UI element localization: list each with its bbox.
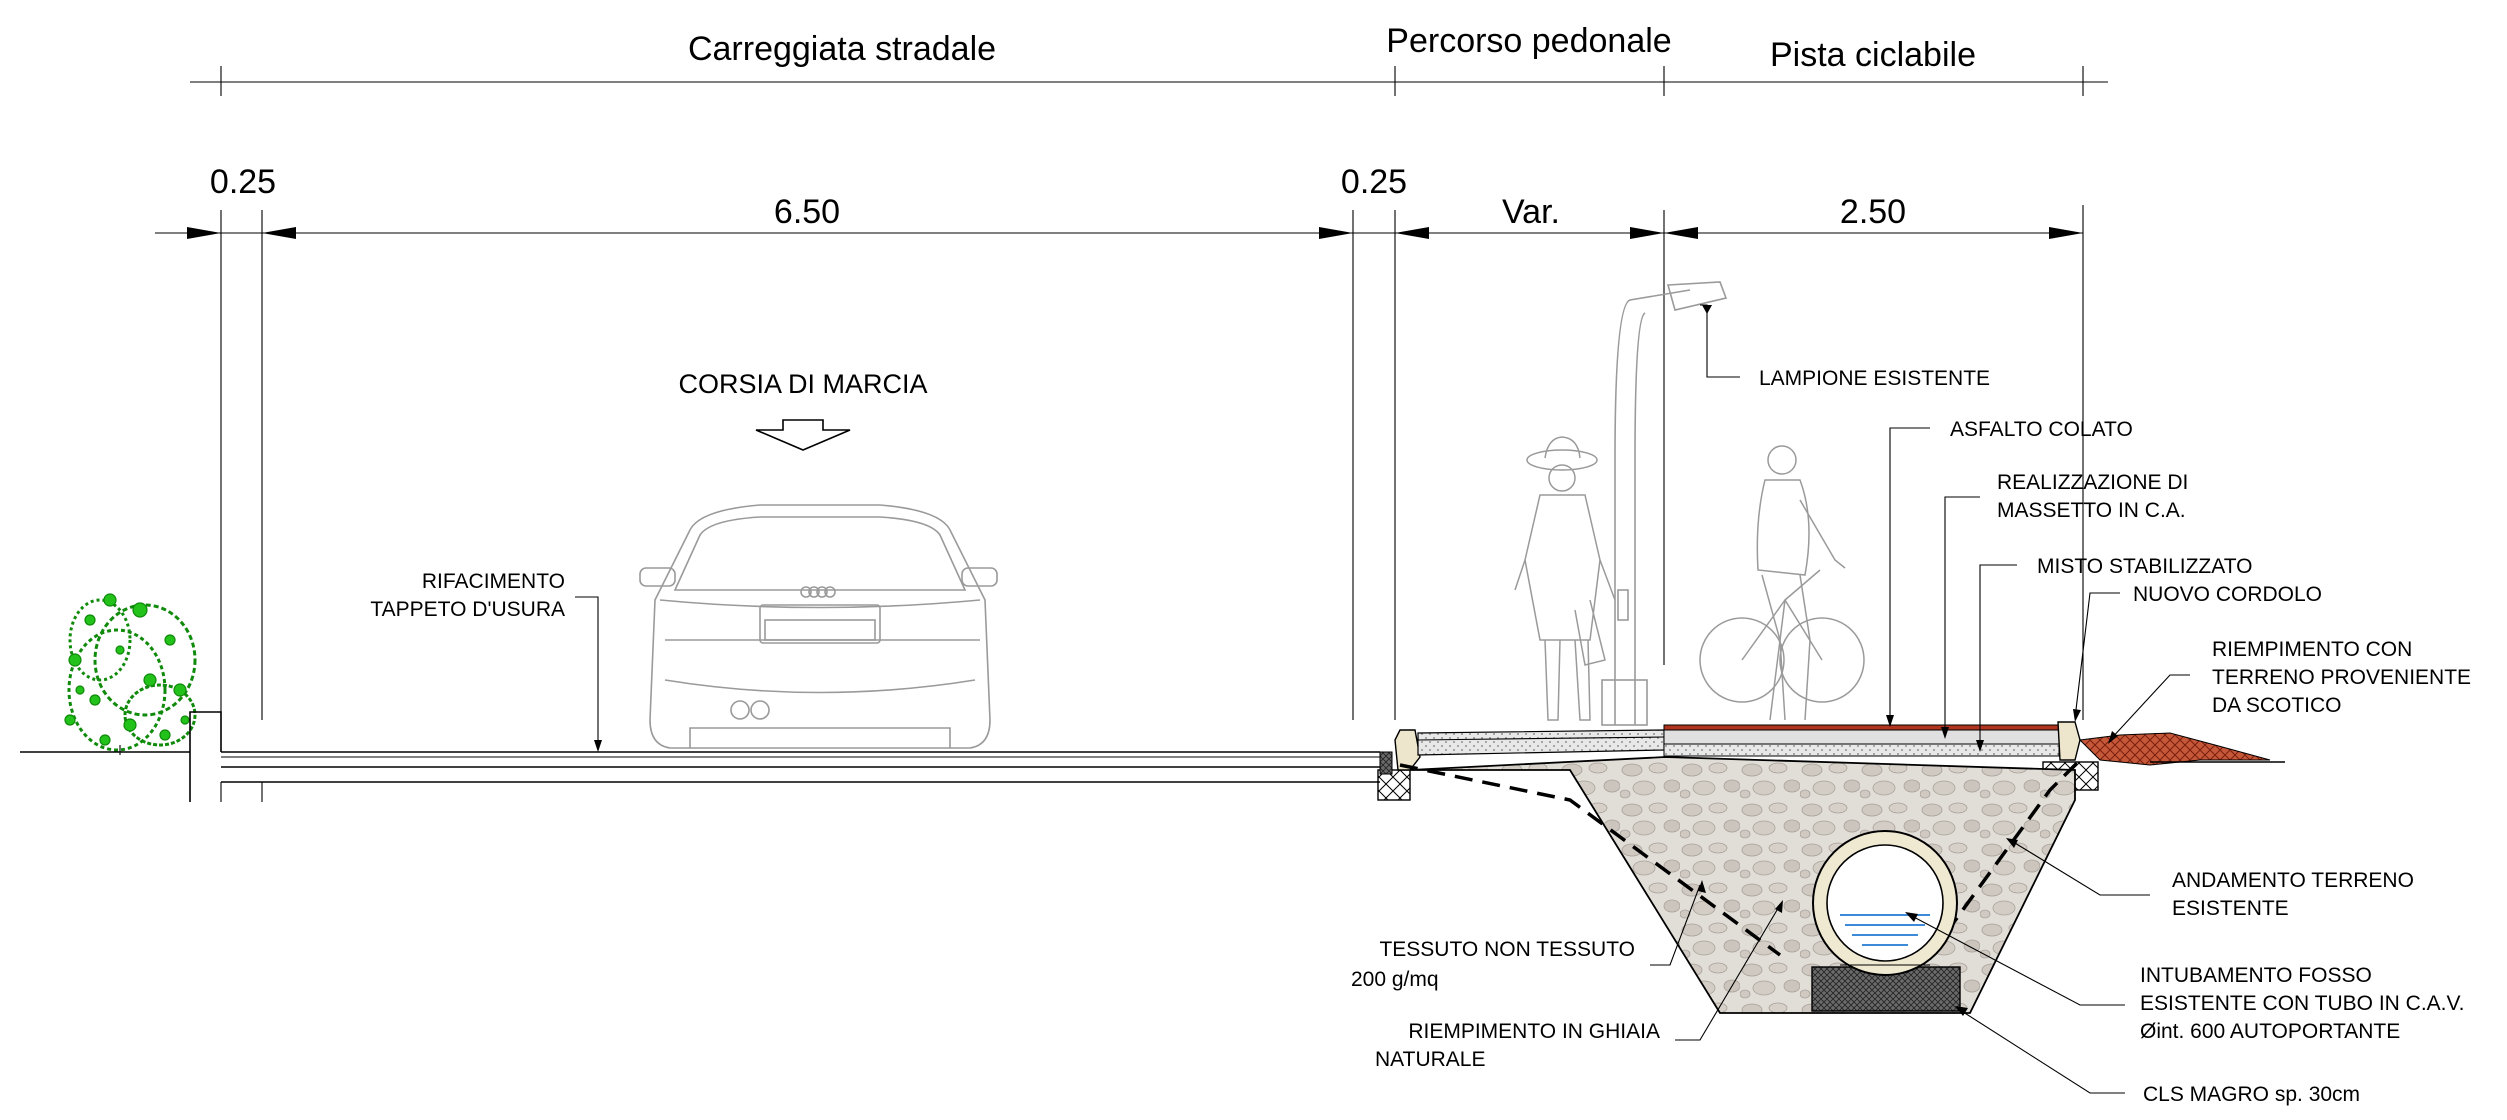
curb-callout: NUOVO CORDOLO bbox=[2073, 583, 2322, 722]
pipe-callout: INTUBAMENTO FOSSO ESISTENTE CON TUBO IN … bbox=[1905, 912, 2464, 1043]
drainage-trench bbox=[1399, 756, 2082, 1014]
gravel-label-2: NATURALE bbox=[1375, 1048, 1485, 1071]
asphalt-label: ASFALTO COLATO bbox=[1950, 418, 2133, 441]
bush-illustration bbox=[64, 593, 197, 755]
carriageway-section bbox=[20, 711, 1380, 802]
geotextile-label-1: TESSUTO NON TESSUTO bbox=[1379, 938, 1635, 961]
ground-callout: ANDAMENTO TERRENO ESISTENTE bbox=[2006, 838, 2414, 920]
lane-label: CORSIA DI MARCIA bbox=[678, 369, 927, 399]
gravel-label-1: RIEMPIMENTO IN GHIAIA bbox=[1408, 1020, 1660, 1043]
lamp-label: LAMPIONE ESISTENTE bbox=[1759, 367, 1990, 390]
screed-callout: REALIZZAZIONE DI MASSETTO IN C.A. bbox=[1941, 471, 2188, 739]
header-carriageway: Carreggiata stradale bbox=[688, 30, 996, 68]
pipe-label-2: ESISTENTE CON TUBO IN C.A.V. bbox=[2140, 992, 2464, 1015]
resurfacing-label-1: RIFACIMENTO bbox=[422, 570, 565, 593]
asphalt-callout: ASFALTO COLATO bbox=[1886, 418, 2133, 727]
topsoil-label-3: DA SCOTICO bbox=[2212, 694, 2342, 717]
geotextile-callout: TESSUTO NON TESSUTO 200 g/mq bbox=[1351, 880, 1706, 991]
dimension-025-left: 0.25 bbox=[210, 163, 276, 201]
topsoil-label-2: TERRENO PROVENIENTE bbox=[2212, 666, 2471, 689]
pipe-label-1: INTUBAMENTO FOSSO bbox=[2140, 964, 2372, 987]
lane-label-group: CORSIA DI MARCIA bbox=[678, 369, 928, 451]
dimension-variable: Var. bbox=[1502, 193, 1560, 231]
dimension-025-right: 0.25 bbox=[1341, 163, 1407, 201]
geotextile-label-2: 200 g/mq bbox=[1351, 968, 1439, 991]
resurfacing-callout: RIFACIMENTO TAPPETO D'USURA bbox=[370, 570, 602, 752]
screed-label-2: MASSETTO IN C.A. bbox=[1997, 499, 2186, 522]
resurfacing-label-2: TAPPETO D'USURA bbox=[370, 598, 565, 621]
section-header: Carreggiata stradale Percorso pedonale P… bbox=[190, 22, 2108, 96]
curb-label: NUOVO CORDOLO bbox=[2133, 583, 2322, 606]
dimension-chain: 0.25 6.50 0.25 Var. 2.50 bbox=[155, 163, 2084, 720]
screed-label-1: REALIZZAZIONE DI bbox=[1997, 471, 2188, 494]
topsoil-label-1: RIEMPIMENTO CON bbox=[2212, 638, 2412, 661]
lean-concrete-label: CLS MAGRO sp. 30cm bbox=[2143, 1083, 2360, 1106]
street-lamp bbox=[1601, 281, 1728, 726]
lamp-callout: LAMPIONE ESISTENTE bbox=[1700, 304, 1990, 390]
topsoil-callout: RIEMPIMENTO CON TERRENO PROVENIENTE DA S… bbox=[2108, 638, 2471, 744]
gravel-callout: RIEMPIMENTO IN GHIAIA NATURALE bbox=[1375, 900, 1783, 1071]
pipe-label-3: Øint. 600 AUTOPORTANTE bbox=[2140, 1020, 2400, 1043]
ground-label-1: ANDAMENTO TERRENO bbox=[2172, 869, 2414, 892]
stabilized-callout: MISTO STABILIZZATO bbox=[1976, 555, 2252, 752]
pavement-section bbox=[1377, 721, 2285, 801]
header-cycle-path: Pista ciclabile bbox=[1770, 36, 1976, 74]
dimension-250: 2.50 bbox=[1840, 193, 1906, 231]
down-arrow-icon bbox=[755, 419, 851, 451]
lean-concrete-callout: CLS MAGRO sp. 30cm bbox=[1955, 1006, 2360, 1106]
ground-label-2: ESISTENTE bbox=[2172, 897, 2289, 920]
pedestrian-figure bbox=[1514, 436, 1616, 721]
car-rear-view bbox=[639, 504, 998, 749]
header-pedestrian-path: Percorso pedonale bbox=[1386, 22, 1671, 60]
dimension-650: 6.50 bbox=[774, 193, 840, 231]
cyclist-figure bbox=[1699, 445, 1865, 721]
stabilized-label: MISTO STABILIZZATO bbox=[2037, 555, 2252, 578]
